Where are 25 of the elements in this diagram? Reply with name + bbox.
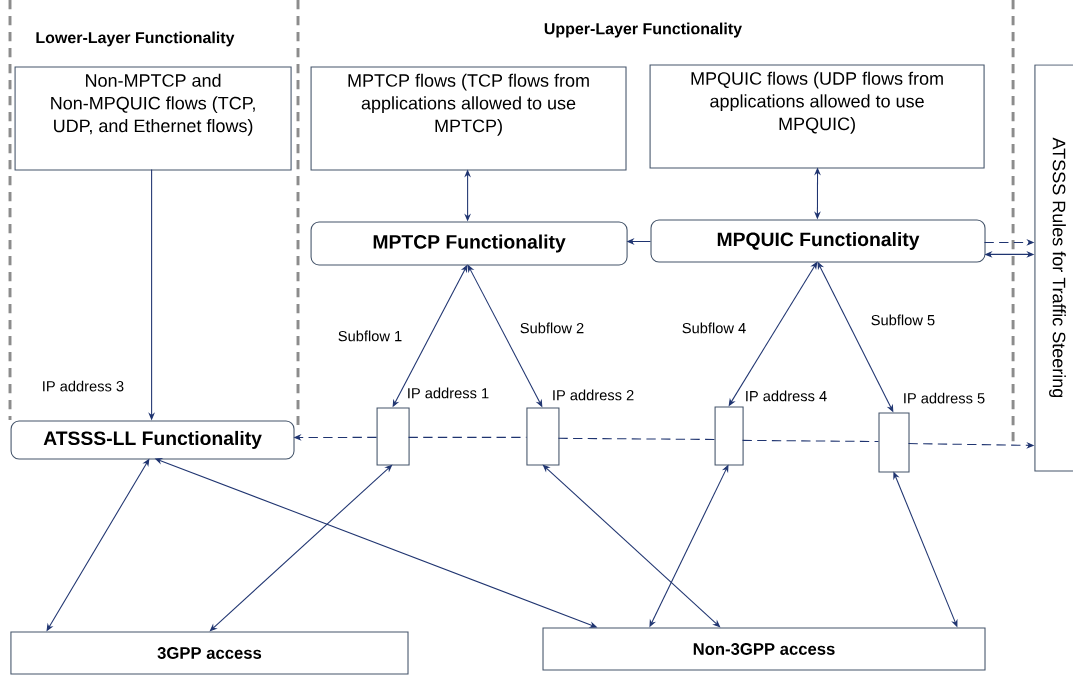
ip-box bbox=[376, 407, 410, 466]
ip-address-label: IP address 2 bbox=[553, 389, 634, 401]
access-box: Non-3GPP access bbox=[542, 627, 986, 671]
edge-label: Subflow 4 bbox=[680, 321, 748, 335]
ip-box bbox=[526, 407, 560, 466]
layer-heading: Upper-Layer Functionality bbox=[544, 22, 742, 38]
layer-heading: Lower-Layer Functionality bbox=[36, 31, 235, 47]
function-box: MPQUIC Functionality bbox=[650, 219, 986, 263]
ip-address-label: IP address 3 bbox=[43, 380, 124, 392]
rules-box: ATSSS Rules for Traffic Steering bbox=[1034, 64, 1073, 472]
access-box: 3GPP access bbox=[10, 631, 409, 675]
ip-address-label: IP address 4 bbox=[746, 390, 827, 402]
ip-address-label: IP address 5 bbox=[904, 392, 985, 404]
edge-label: Subflow 2 bbox=[518, 321, 586, 335]
function-box: ATSSS-LL Functionality bbox=[10, 420, 295, 460]
edge-label: Subflow 1 bbox=[336, 329, 404, 343]
ip-box bbox=[714, 406, 744, 466]
flow-box: MPQUIC flows (UDP flows from applications allowed to use MPQUIC) bbox=[649, 64, 985, 169]
arrow bbox=[209, 464, 393, 632]
function-box: MPTCP Functionality bbox=[310, 221, 628, 266]
ip-box bbox=[878, 412, 910, 473]
ip-address-label: IP address 1 bbox=[408, 387, 489, 399]
flow-box: Non-MPTCP and Non-MPQUIC flows (TCP, UDP, and Ethernet flows) bbox=[14, 66, 292, 171]
flow-box: MPTCP flows (TCP flows from applications allowed to use MPTCP) bbox=[310, 66, 627, 171]
edge-label: Subflow 5 bbox=[869, 313, 937, 327]
